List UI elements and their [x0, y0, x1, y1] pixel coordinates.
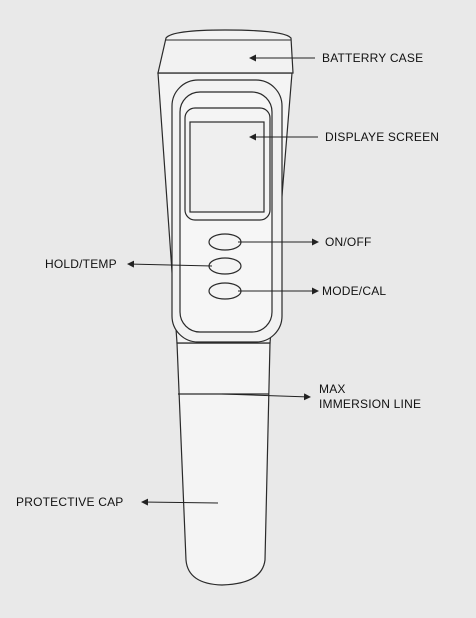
battery-case — [157, 29, 294, 74]
on-off-label: ON/OFF — [325, 235, 372, 249]
protective-cap-arrow — [141, 498, 219, 506]
protective-cap-label: PROTECTIVE CAP — [16, 495, 124, 509]
mode-cal-button[interactable] — [208, 282, 242, 300]
hold-temp-label: HOLD/TEMP — [45, 257, 117, 271]
display-screen-label: DISPLAYE SCREEN — [325, 130, 440, 144]
display-screen — [189, 121, 265, 213]
max-immersion-arrow — [221, 393, 311, 401]
mode-cal-label: MODE/CAL — [322, 284, 387, 298]
max-immersion-label-line2: IMMERSION LINE — [319, 397, 422, 411]
hold-temp-arrow — [127, 260, 213, 268]
on-off-button[interactable] — [208, 233, 242, 251]
protective-cap-body — [176, 342, 271, 586]
hold-temp-button[interactable] — [208, 257, 242, 275]
battery-case-label: BATTERRY CASE — [322, 51, 424, 65]
max-immersion-label-line1: MAX — [319, 382, 346, 396]
